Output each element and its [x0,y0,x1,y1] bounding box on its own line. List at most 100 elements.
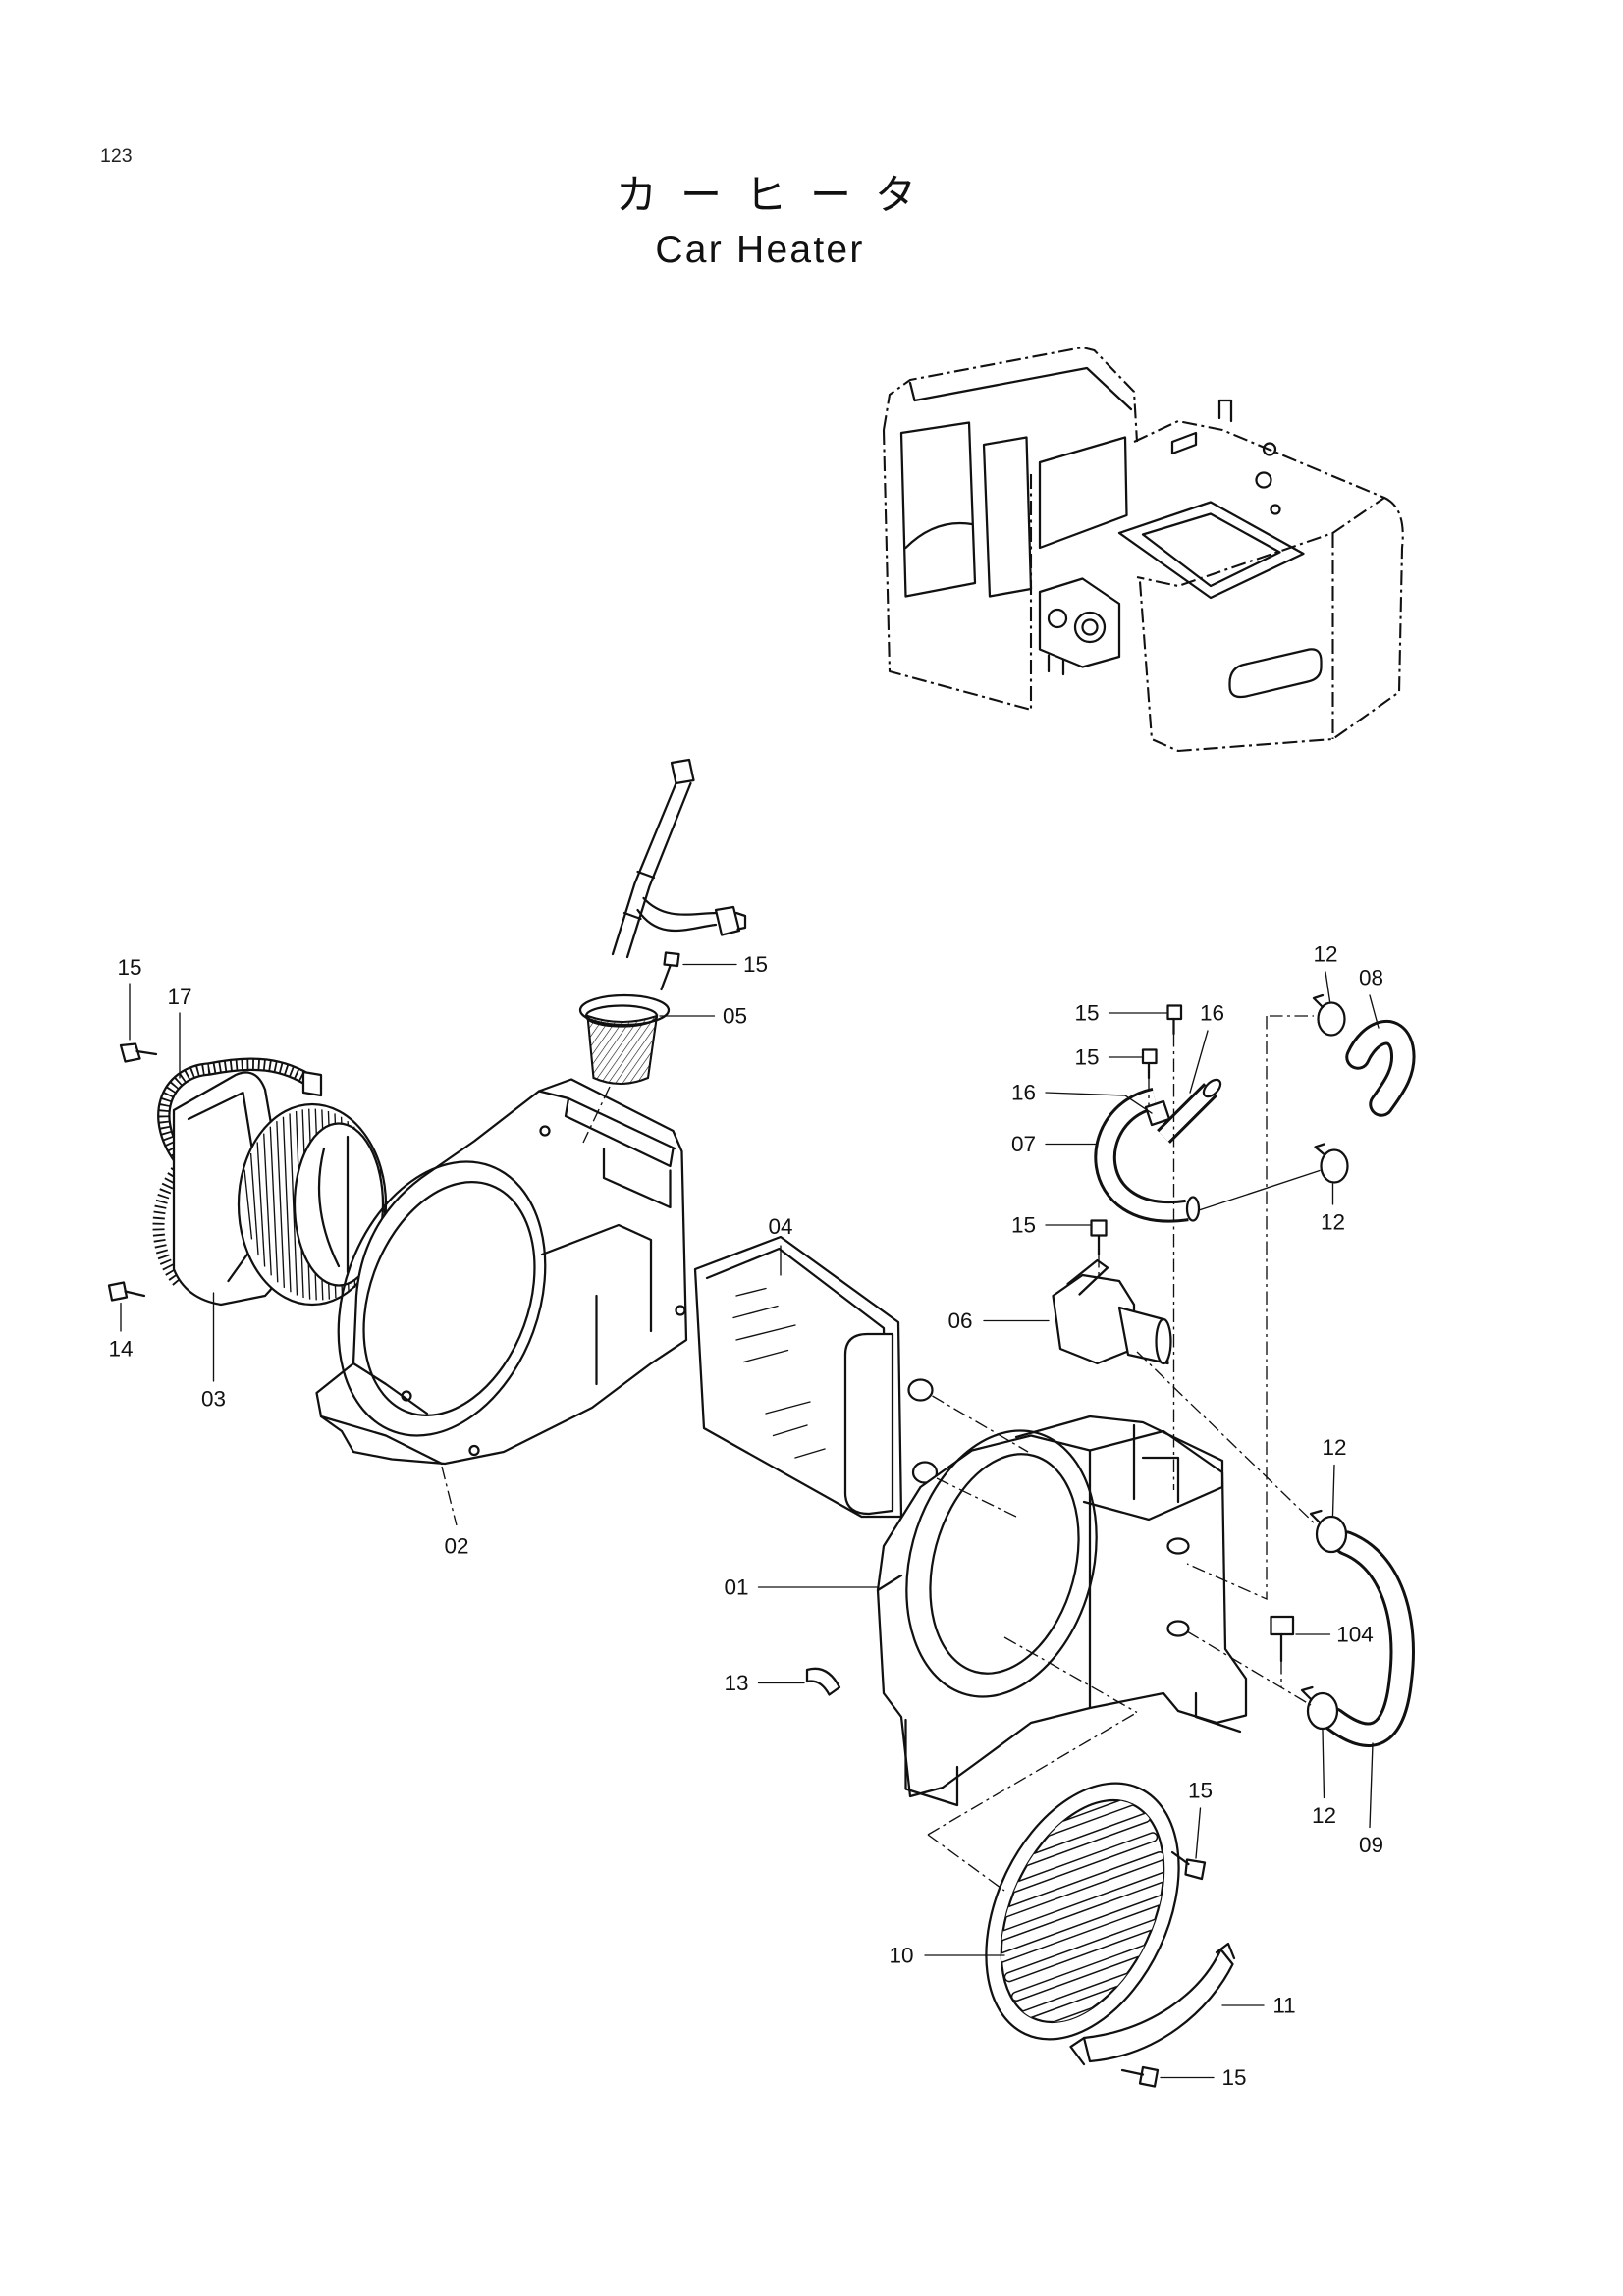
bolt-15-bracket [1120,2065,1160,2088]
bolt-15-valve [1090,1219,1108,1256]
bolt-15-motor [119,1042,158,1063]
cab-roof-rim [908,366,1133,411]
bolt-head [1166,1004,1183,1021]
housing-screw-hole [401,1390,412,1402]
deck-pin [1217,399,1233,423]
pipe-u-bend-inner [1097,1090,1189,1220]
cab-side-window [1038,436,1128,550]
callout-clip-13: 13 [724,1671,748,1695]
wire-end-connector [301,1070,323,1097]
assembly-lines [441,1015,1321,1892]
callout-clamp-12: 12 [1322,1435,1346,1460]
bolt-shank [135,1049,158,1056]
heater-top-box [1014,1415,1224,1522]
wire-corrugated-ribs [157,1058,316,1167]
callout-leaders [120,963,1380,2079]
bolt-head [1184,1858,1207,1881]
assembly-line [1186,1630,1312,1706]
assembly-line [1186,1016,1268,1601]
callout-nipple-16: 16 [1200,1001,1224,1026]
heater-leg-left [904,1718,959,1807]
callout-bolt-15: 15 [1221,2065,1246,2090]
housing-outline [315,1078,688,1466]
callout-bolt-15: 15 [1188,1779,1213,1803]
heater-top-bracket [1132,1423,1180,1504]
leader-line [1045,1092,1153,1114]
harness-cap [670,758,695,785]
fan-blade [256,1142,266,1267]
callout-bracket-11: 11 [1272,1994,1295,2018]
callout-bolt-15: 15 [1011,1213,1036,1238]
callout-hose-08: 08 [1359,966,1383,990]
clamp-tab [1309,1509,1323,1524]
bracket-tab [1069,1942,1236,2066]
bolt-shank [1120,2068,1145,2076]
callout-bolt-15: 15 [1074,1045,1099,1070]
callout-pipe-07: 07 [1011,1132,1036,1156]
assembly-line [1198,1169,1321,1211]
bolt-shank [660,964,672,991]
heater-unit-pipe [1047,654,1065,676]
bolt-15-grille [1170,1850,1207,1881]
bolt-shank [124,1290,146,1298]
fan-blade [276,1121,286,1288]
deck-hole [1270,504,1281,515]
heater-fan-ring-inner [929,1453,1080,1675]
leader-line [1189,1030,1209,1094]
housing-scroll-lip [319,1362,444,1466]
blower-housing-02 [315,1078,688,1466]
callout-part-17: 17 [167,985,191,1009]
heater-pipe-hole [1166,1537,1190,1555]
clamp-12-b [1314,1143,1349,1184]
leader-line [1325,971,1331,1002]
housing-inlet-ring [362,1181,536,1416]
deck-hole [1255,471,1272,489]
bolt-shank [1170,1850,1190,1866]
assembly-line [932,1395,1029,1453]
bolt-head [1090,1219,1108,1237]
pipe-end [1185,1196,1201,1222]
harness-branch-wire [636,896,719,933]
clamp-tab [1312,993,1325,1009]
bolt-head [1141,1048,1158,1065]
bolt-head [1270,1615,1295,1636]
page-number: 123 [100,145,133,167]
valve-lever [1066,1258,1109,1296]
harness-tube [611,781,692,959]
clip-body [805,1667,841,1696]
fan-blade [249,1152,259,1256]
hose-09-inner [1325,1533,1412,1744]
clamp-tab [1314,1143,1325,1156]
housing-top-flange [537,1090,676,1168]
water-valve-06 [1052,1258,1172,1365]
harness-connector [714,905,741,936]
heater-housing-01 [876,1415,1248,1807]
callout-housing-02: 02 [444,1534,468,1559]
clamp-12-a [1312,993,1346,1037]
bolt-head [663,951,680,968]
excavator-location-view [882,346,1404,753]
callout-blower-motor-03: 03 [201,1387,226,1412]
blower-motor-03 [152,1057,389,1307]
bolt-15-harness [660,951,680,991]
title-japanese: カーヒータ [616,171,940,219]
filter-body [586,1014,659,1086]
callout-clip-16: 16 [1011,1081,1036,1105]
nipple-16-inner [1159,1085,1216,1142]
heater-core-04 [693,1235,939,1519]
bolt-head [119,1042,141,1063]
leader-line [1369,994,1380,1029]
heater-unit-hub [1081,618,1099,636]
fan-wheel-inner-cone [317,1135,350,1274]
assembly-line [927,1711,1138,1892]
fan-blade [263,1133,272,1276]
harness-connector-tip [734,911,747,931]
fan-blade [289,1113,298,1296]
fan-blade [243,1169,253,1240]
housing-screw-hole [468,1444,480,1457]
deck-side [1138,581,1154,740]
bolt-14-motor [107,1281,146,1302]
clamp-tab [1300,1685,1314,1701]
assembly-line [936,1477,1017,1518]
